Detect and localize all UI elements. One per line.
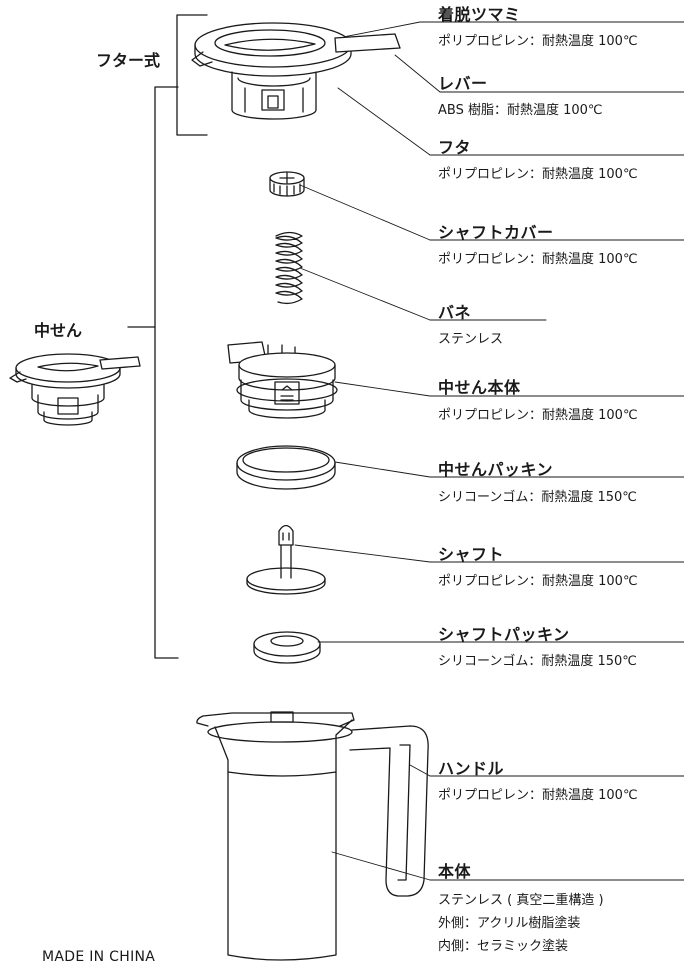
group-label-stopper: 中せん xyxy=(34,321,83,340)
group-label-lid-type: フター式 xyxy=(96,51,161,70)
made-in-label: MADE IN CHINA xyxy=(42,949,156,965)
part-spec-body: ステンレス ( 真空二重構造 ) xyxy=(438,893,604,908)
stopper-bracket xyxy=(127,86,179,659)
stopper-packing-illustration xyxy=(236,445,336,490)
shaft-cover-illustration xyxy=(269,171,305,197)
part-spec-lever: ABS 樹脂：耐熱温度 100℃ xyxy=(438,103,603,118)
part-spec-body-inner: 内側：セラミック塗装 xyxy=(438,939,569,954)
part-spec-shaft-cover: ポリプロピレン：耐熱温度 100℃ xyxy=(438,252,638,267)
body-illustration xyxy=(196,711,429,961)
stopper-assembled-illustration xyxy=(9,353,141,426)
part-name-lever: レバー xyxy=(438,74,488,93)
part-spec-body-outer: 外側：アクリル樹脂塗装 xyxy=(438,916,581,931)
stopper-body-illustration xyxy=(227,341,338,419)
part-spec-shaft-packing: シリコーンゴム：耐熱温度 150℃ xyxy=(438,654,637,669)
part-name-knob: 着脱ツマミ xyxy=(438,5,521,24)
part-spec-stopper-body: ポリプロピレン：耐熱温度 100℃ xyxy=(438,408,638,423)
part-name-spring: バネ xyxy=(438,303,472,322)
part-name-stopper-body: 中せん本体 xyxy=(438,378,521,397)
part-name-shaft-cover: シャフトカバー xyxy=(438,223,554,242)
leader-lines xyxy=(294,21,684,881)
part-name-body: 本体 xyxy=(438,862,472,881)
part-name-stopper-packing: 中せんパッキン xyxy=(438,460,554,479)
part-name-shaft-packing: シャフトパッキン xyxy=(438,625,570,644)
part-spec-shaft: ポリプロピレン：耐熱温度 100℃ xyxy=(438,574,638,589)
part-spec-stopper-packing: シリコーンゴム：耐熱温度 150℃ xyxy=(438,490,637,505)
part-name-shaft: シャフト xyxy=(438,545,505,564)
lid-type-bracket xyxy=(176,14,208,136)
shaft-illustration xyxy=(246,524,326,595)
part-spec-spring: ステンレス xyxy=(438,332,504,347)
shaft-packing-illustration xyxy=(253,631,321,664)
spring-illustration xyxy=(275,231,303,305)
part-spec-handle: ポリプロピレン：耐熱温度 100℃ xyxy=(438,788,638,803)
lid-illustration xyxy=(191,22,401,120)
part-spec-lid: ポリプロピレン：耐熱温度 100℃ xyxy=(438,167,638,182)
part-spec-knob: ポリプロピレン：耐熱温度 100℃ xyxy=(438,34,638,49)
part-name-lid: フタ xyxy=(438,138,472,157)
part-name-handle: ハンドル xyxy=(438,759,505,778)
